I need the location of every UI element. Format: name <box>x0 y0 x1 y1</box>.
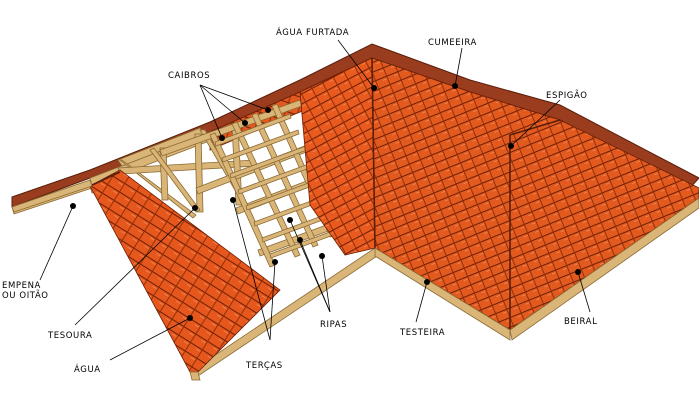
dot-agua-furtada <box>371 85 377 91</box>
leader-agua <box>109 317 191 361</box>
left-fascia <box>189 371 201 381</box>
roof-valley-slope <box>299 57 376 256</box>
rafter-3 <box>251 112 319 248</box>
label-agua-furtada: ÁGUA FURTADA <box>276 26 349 38</box>
truss-mid <box>118 159 197 219</box>
leader-espigao <box>510 99 561 147</box>
dot-cumeeira <box>452 83 458 89</box>
leader-empena <box>39 205 74 281</box>
leader-tercas-2 <box>269 261 276 341</box>
dot-caibros-3 <box>265 107 271 113</box>
dot-tesoura <box>192 205 198 211</box>
fascia <box>11 179 699 381</box>
dot-tercas-2 <box>272 259 278 265</box>
front-gable-board <box>11 179 93 213</box>
batten-2 <box>221 129 300 163</box>
label-cumeeira: CUMEEIRA <box>428 38 477 48</box>
leader-testeira <box>415 281 428 323</box>
dot-beiral <box>575 269 581 275</box>
leader-tercas-1 <box>232 199 271 341</box>
testeira-board <box>374 247 511 341</box>
truss-diag-1 <box>149 147 201 213</box>
label-beiral: BEIRAL <box>564 317 597 327</box>
rafter-2 <box>231 121 301 258</box>
label-empena-1: EMPENA <box>2 281 41 291</box>
leader-dots <box>70 83 581 321</box>
dot-caibros-1 <box>219 135 225 141</box>
hip-line <box>509 119 561 330</box>
dot-ripas-3 <box>287 217 293 223</box>
label-testeira: TESTEIRA <box>399 328 445 338</box>
dot-testeira <box>424 279 430 285</box>
label-caibros: CAIBROS <box>168 71 210 81</box>
dot-caibros-2 <box>242 120 248 126</box>
roof-left-slope <box>89 169 281 373</box>
leader-beiral <box>577 271 591 313</box>
leader-cumeeira <box>454 47 463 87</box>
label-agua: ÁGUA <box>74 363 101 375</box>
dot-agua <box>187 315 193 321</box>
leader-tesoura <box>74 207 196 326</box>
label-empena-2: OU OITÃO <box>2 290 49 301</box>
leader-ripas-2 <box>321 255 331 313</box>
batten-1 <box>214 113 292 147</box>
dot-empena <box>70 203 76 209</box>
dot-espigao <box>508 143 514 149</box>
label-espigao: ESPIGÃO <box>546 90 588 101</box>
truss-post-2 <box>194 133 204 213</box>
leader-caibros-1 <box>199 84 223 139</box>
dot-ripas-2 <box>319 253 325 259</box>
dot-tercas-1 <box>230 197 236 203</box>
leader-agua-furtada <box>337 39 375 89</box>
leader-lines <box>39 39 591 361</box>
leader-caibros-2 <box>199 84 246 124</box>
beiral-board <box>509 197 699 341</box>
purlin-1 <box>159 99 303 157</box>
leader-caibros-3 <box>199 84 269 111</box>
left-hip-line <box>89 171 121 187</box>
label-tesoura: TESOURA <box>47 331 92 341</box>
dot-ripas-1 <box>297 237 303 243</box>
leader-ripas-3 <box>289 219 331 313</box>
label-tercas: TERÇAS <box>245 361 283 371</box>
label-ripas: RIPAS <box>320 320 347 330</box>
